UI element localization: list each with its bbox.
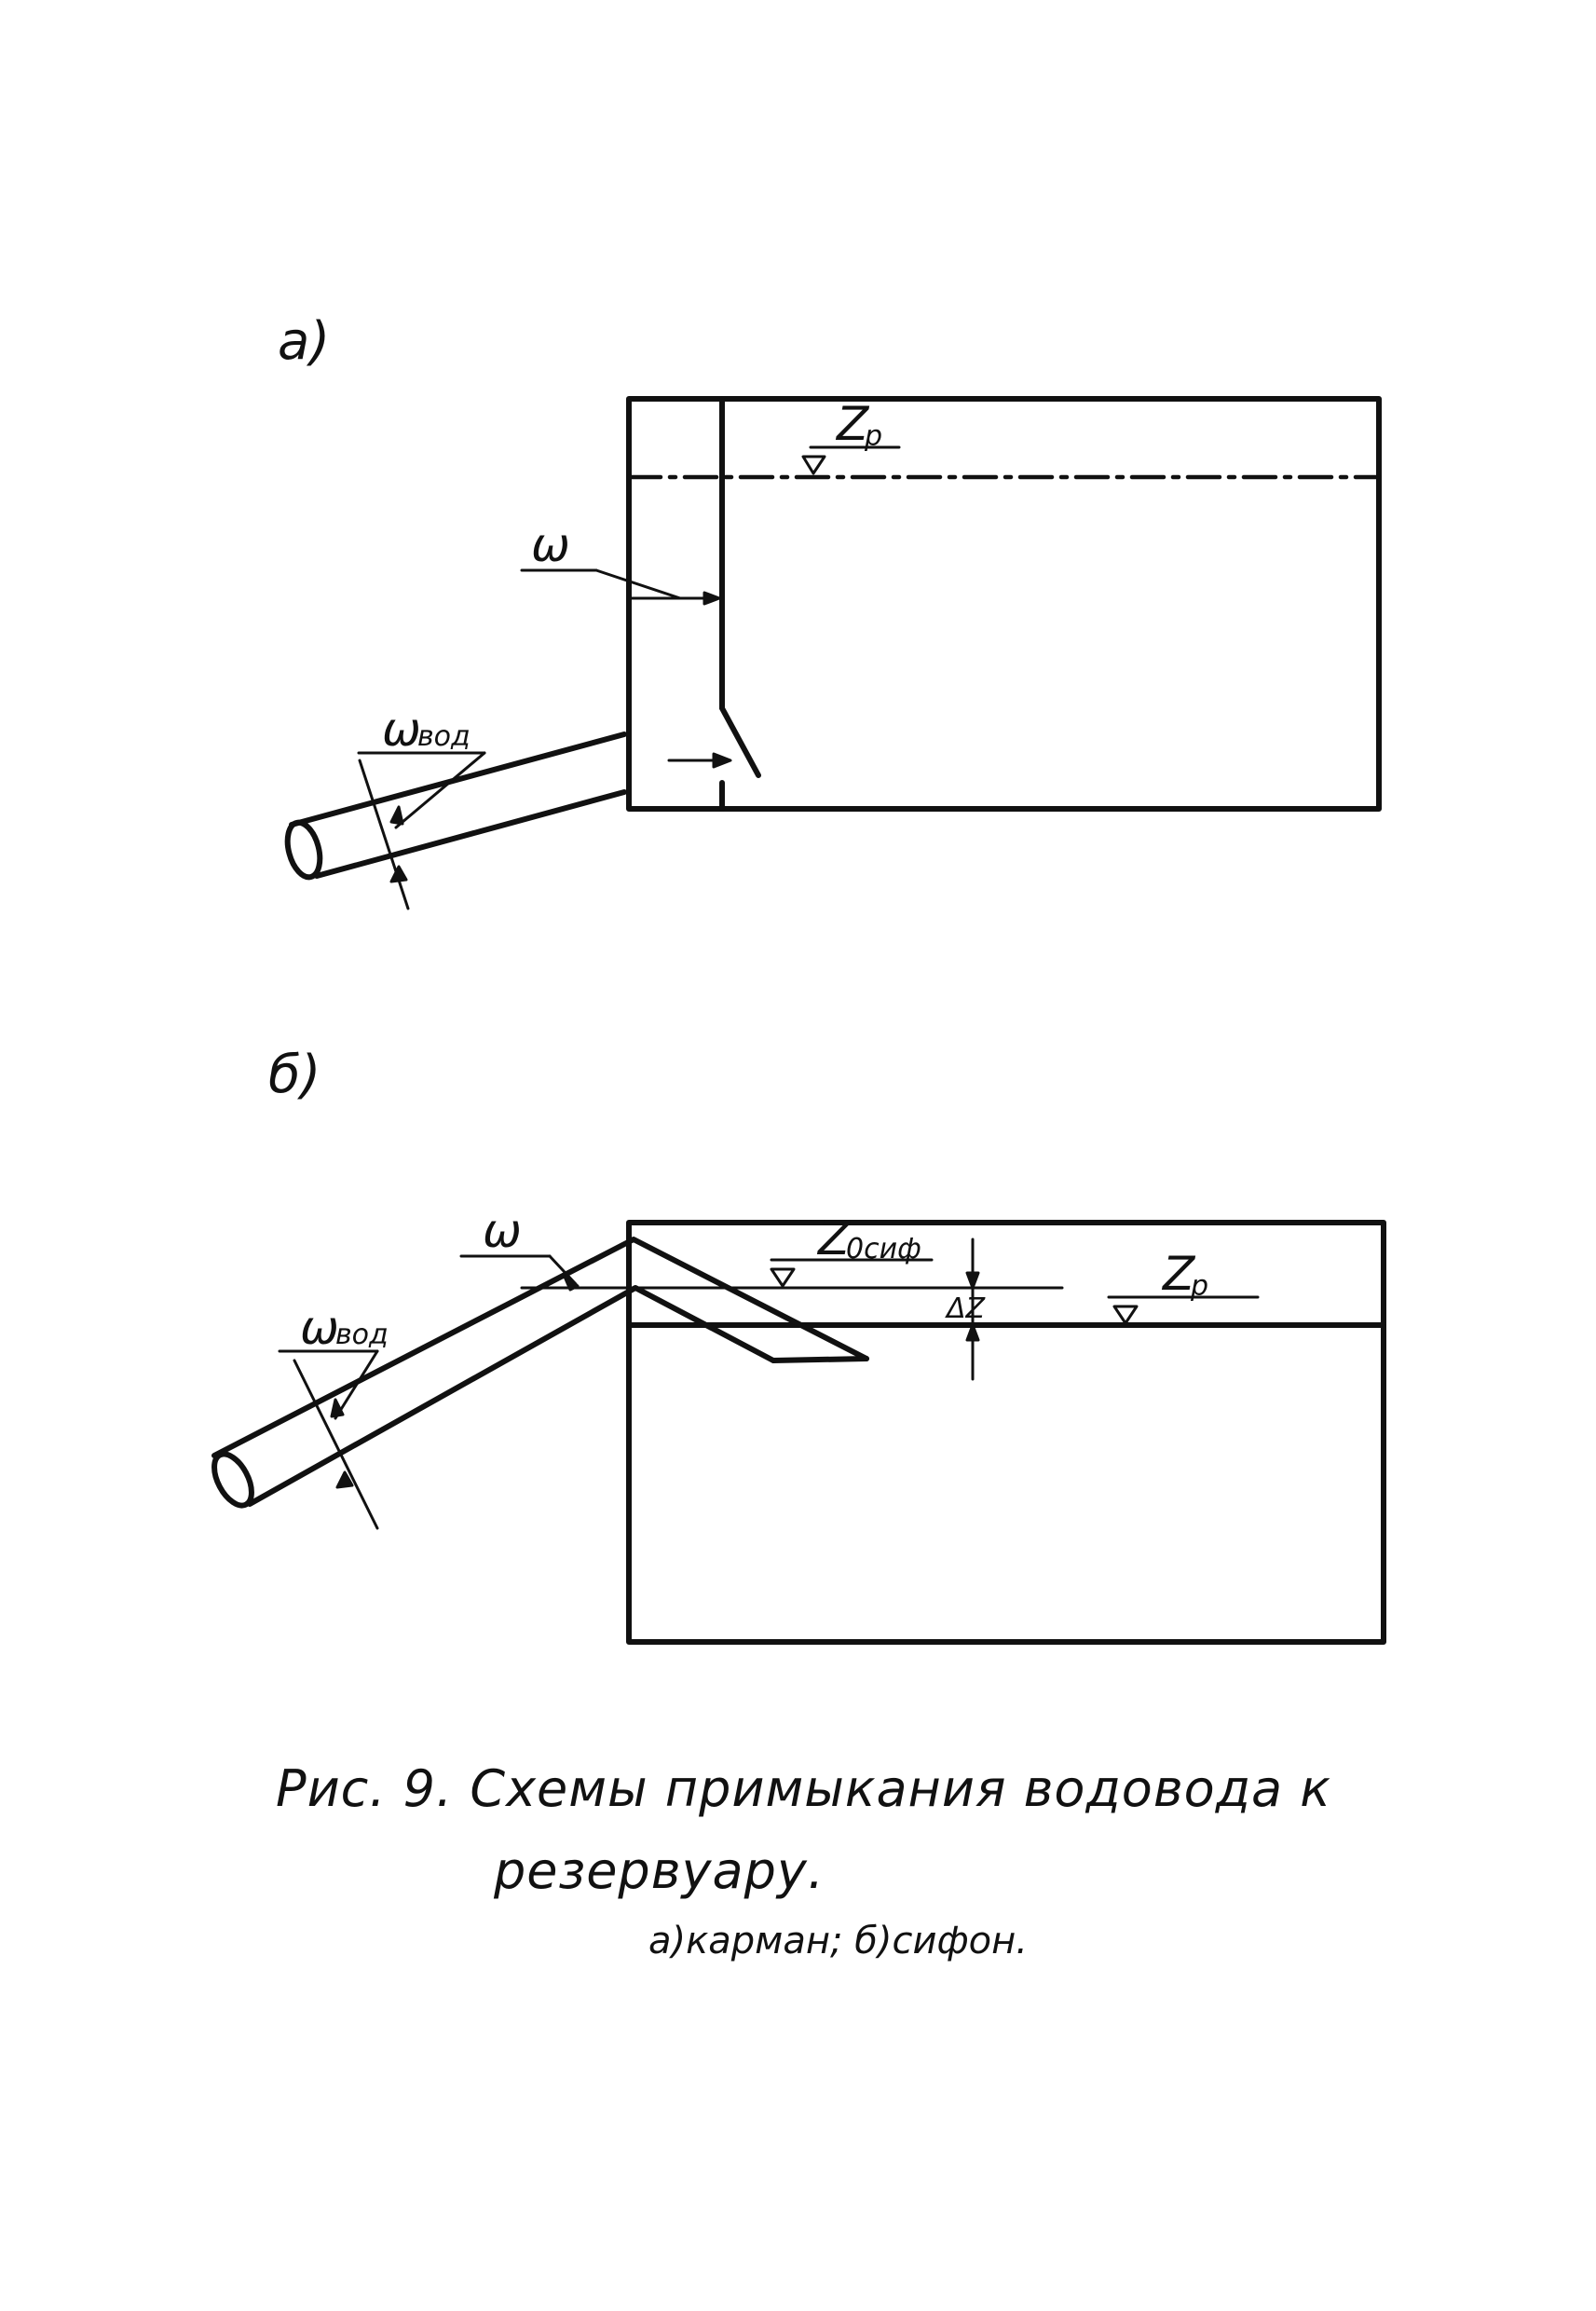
panel-a-omega-vod-sub: вод: [417, 720, 471, 753]
panel-b-label: б): [268, 1045, 321, 1105]
panel-a-omega-mark: ω: [520, 518, 721, 606]
panel-a-zp-sub: p: [864, 420, 882, 453]
panel-b-zp-sub: p: [1190, 1270, 1208, 1303]
panel-b: б) ω Z 0сиф: [211, 1045, 1386, 1645]
panel-a: а) Z p ω: [278, 311, 1382, 910]
panel-b-z0sif-sub: 0сиф: [846, 1233, 921, 1265]
panel-b-omega-mark: ω: [459, 1204, 580, 1292]
panel-a-omega-vod-letter: ω: [382, 703, 421, 757]
panel-a-zp-mark: Z p: [801, 397, 901, 475]
panel-b-delta-z-mark: ΔZ: [945, 1238, 987, 1381]
panel-b-omega-vod-letter: ω: [300, 1301, 339, 1355]
panel-a-pocket-wall-tip: [719, 705, 761, 778]
figure-caption-title: Рис. 9. Схемы примыкания водовода к: [276, 1759, 1331, 1818]
panel-a-flow-arrow: [667, 752, 732, 769]
panel-b-siphon-pipe: [211, 1237, 869, 1509]
panel-b-zp-mark: Z p: [1107, 1247, 1260, 1325]
panel-b-reservoir: [626, 1220, 1386, 1645]
panel-a-zp-letter: Z: [835, 397, 870, 451]
panel-a-label: а): [278, 311, 330, 372]
figure-caption-title-continuation: резервуару.: [494, 1841, 825, 1900]
panel-a-reservoir: [626, 396, 1382, 812]
panel-b-z0sif-mark: Z 0сиф: [770, 1211, 934, 1288]
panel-b-zp-letter: Z: [1161, 1247, 1196, 1301]
panel-a-omega-letter: ω: [531, 518, 570, 572]
figure-caption-legend: а)карман; б)сифон.: [648, 1920, 1029, 1962]
panel-a-pipe: [284, 732, 627, 881]
panel-b-omega-letter: ω: [483, 1204, 522, 1258]
panel-b-omega-vod-sub: вод: [335, 1319, 389, 1351]
panel-b-omega-vod-mark: ω вод: [278, 1301, 389, 1530]
panel-b-z0sif-letter: Z: [816, 1211, 852, 1265]
panel-b-delta-z-label: ΔZ: [945, 1292, 987, 1325]
panel-a-omega-vod-mark: ω вод: [357, 703, 486, 910]
